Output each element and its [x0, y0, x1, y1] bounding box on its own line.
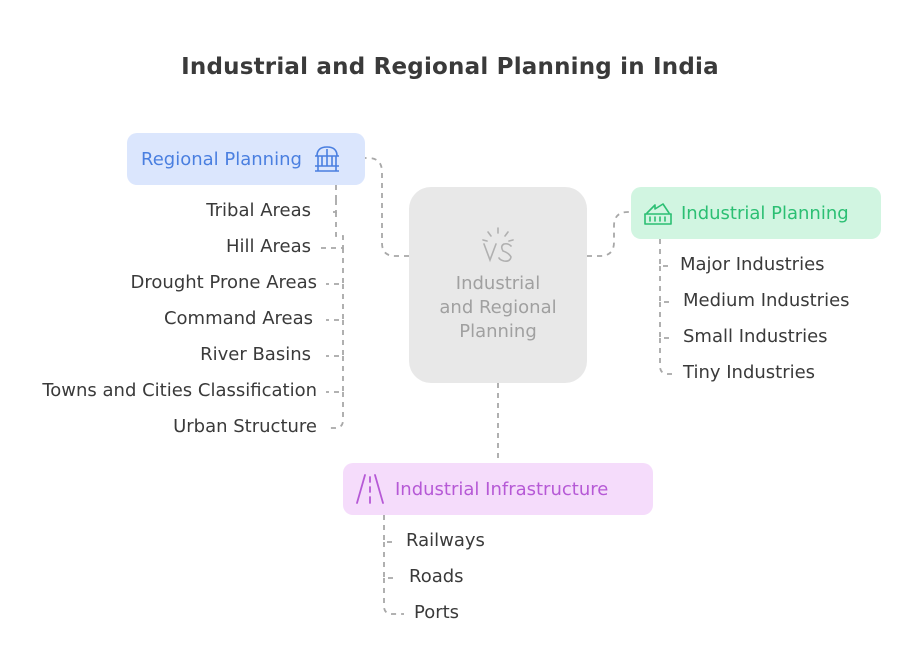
- industrial-infrastructure-label: Industrial Infrastructure: [395, 478, 609, 500]
- list-item-roads: Roads: [409, 566, 464, 587]
- branch-river: [326, 320, 344, 357]
- list-item-drought-prone-areas: Drought Prone Areas: [130, 272, 317, 293]
- connector-center-industrial: [587, 211, 631, 257]
- branch-railways: [383, 515, 392, 543]
- list-item-hill-areas: Hill Areas: [225, 236, 311, 257]
- road-icon: [356, 474, 384, 504]
- branch-tribal: [330, 200, 337, 213]
- list-item-medium-industries: Medium Industries: [683, 290, 850, 311]
- list-item-tiny-industries: Tiny Industries: [683, 362, 816, 383]
- branch-major: [659, 239, 668, 267]
- building-icon: [314, 146, 339, 172]
- list-item-railways: Railways: [406, 530, 485, 551]
- list-item-ports: Ports: [414, 602, 460, 623]
- vs-icon: [482, 227, 514, 263]
- list-item-major-industries: Major Industries: [680, 254, 825, 275]
- industrial-planning-label: Industrial Planning: [681, 202, 849, 224]
- branch-small: [659, 302, 672, 339]
- list-item-urban-structure: Urban Structure: [173, 416, 317, 437]
- center-label: Industrial and Regional Planning: [439, 273, 557, 342]
- center-node[interactable]: Industrial and Regional Planning: [409, 187, 587, 383]
- factory-icon: [644, 203, 672, 225]
- connector-center-regional: [365, 157, 409, 257]
- regional-planning-label: Regional Planning: [141, 148, 302, 170]
- branch-ports: [383, 578, 404, 615]
- list-item-tribal-areas: Tribal Areas: [206, 200, 311, 221]
- industrial-planning-node[interactable]: Industrial Planning: [631, 187, 881, 239]
- list-item-small-industries: Small Industries: [683, 326, 828, 347]
- branch-urban: [326, 392, 344, 429]
- list-item-command-areas: Command Areas: [163, 308, 313, 329]
- industrial-infrastructure-node[interactable]: Industrial Infrastructure: [343, 463, 653, 515]
- list-item-river-basins: River Basins: [200, 344, 311, 365]
- branch-tiny: [659, 338, 672, 375]
- branch-medium: [659, 266, 672, 303]
- page-title: Industrial and Regional Planning in Indi…: [181, 54, 719, 80]
- branch-roads: [383, 542, 398, 579]
- branch-drought: [326, 248, 344, 285]
- list-item-towns-cities: Towns and Cities Classification: [42, 380, 317, 401]
- regional-planning-node[interactable]: Regional Planning: [127, 133, 365, 185]
- branch-hill: [320, 212, 344, 249]
- branch-towns: [326, 356, 344, 393]
- branch-command: [326, 284, 344, 321]
